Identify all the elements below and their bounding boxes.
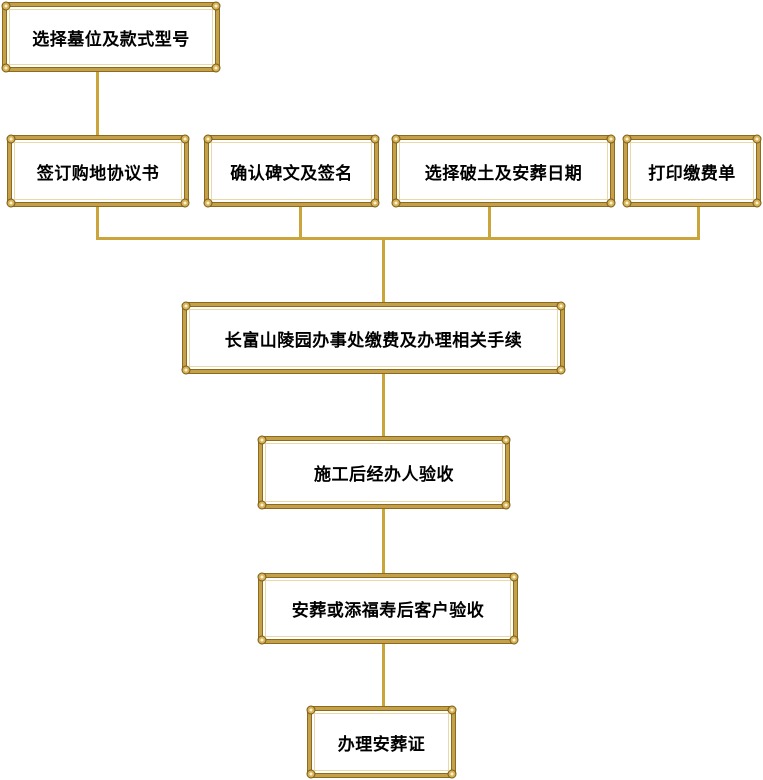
frame-corner-ornament-icon (257, 572, 267, 582)
connector-step4-to-step5 (382, 507, 385, 575)
frame-corner-ornament-icon (622, 134, 632, 144)
frame-corner-ornament-icon (606, 134, 616, 144)
frame-corner-ornament-icon (180, 198, 190, 208)
step-confirm-inscription: 确认碑文及签名 (203, 134, 380, 208)
step-select-dates-label: 选择破土及安葬日期 (424, 163, 583, 184)
step-select-dates: 选择破土及安葬日期 (391, 134, 616, 208)
frame-corner-ornament-icon (1, 63, 11, 73)
frame-corner-ornament-icon (1, 1, 11, 11)
frame-corner-ornament-icon (391, 134, 401, 144)
step-customer-inspection: 安葬或添福寿后客户验收 (257, 572, 519, 645)
frame-corner-ornament-icon (306, 705, 316, 715)
connector-step1-down (96, 70, 99, 136)
frame-corner-ornament-icon (181, 365, 191, 375)
frame-corner-ornament-icon (306, 769, 316, 779)
frame-corner-ornament-icon (257, 635, 267, 645)
frame-corner-ornament-icon (752, 198, 762, 208)
connector-branch-b (299, 205, 302, 239)
frame-corner-ornament-icon (606, 198, 616, 208)
step-print-bill: 打印缴费单 (622, 134, 762, 208)
connector-bar-to-step3 (382, 237, 385, 304)
step-office-payment: 长富山陵园办事处缴费及办理相关手续 (181, 301, 566, 375)
frame-corner-ornament-icon (211, 1, 221, 11)
step-burial-certificate-label: 办理安葬证 (337, 734, 426, 755)
frame-corner-ornament-icon (556, 301, 566, 311)
frame-corner-ornament-icon (370, 198, 380, 208)
frame-corner-ornament-icon (370, 134, 380, 144)
frame-corner-ornament-icon (447, 705, 457, 715)
connector-horizontal-bar (96, 237, 700, 240)
frame-corner-ornament-icon (257, 500, 267, 510)
step-construction-inspection-label: 施工后经办人验收 (314, 465, 454, 485)
frame-corner-ornament-icon (391, 198, 401, 208)
frame-corner-ornament-icon (203, 198, 213, 208)
step-customer-inspection-label: 安葬或添福寿后客户验收 (291, 601, 485, 621)
connector-step5-to-step6 (382, 642, 385, 708)
frame-corner-ornament-icon (501, 435, 511, 445)
step-construction-inspection: 施工后经办人验收 (257, 435, 511, 510)
frame-corner-ornament-icon (181, 301, 191, 311)
step-confirm-inscription-label: 确认碑文及签名 (230, 163, 353, 184)
frame-corner-ornament-icon (6, 134, 16, 144)
step-sign-agreement: 签订购地协议书 (6, 134, 190, 208)
frame-corner-ornament-icon (622, 198, 632, 208)
connector-branch-left (96, 205, 99, 239)
frame-corner-ornament-icon (509, 635, 519, 645)
frame-corner-ornament-icon (257, 435, 267, 445)
step-burial-certificate: 办理安葬证 (306, 705, 457, 779)
frame-corner-ornament-icon (6, 198, 16, 208)
frame-corner-ornament-icon (556, 365, 566, 375)
frame-corner-ornament-icon (211, 63, 221, 73)
step-office-payment-label: 长富山陵园办事处缴费及办理相关手续 (224, 330, 523, 351)
frame-corner-ornament-icon (203, 134, 213, 144)
frame-corner-ornament-icon (509, 572, 519, 582)
frame-corner-ornament-icon (180, 134, 190, 144)
step-sign-agreement-label: 签订购地协议书 (36, 163, 160, 184)
frame-corner-ornament-icon (752, 134, 762, 144)
connector-branch-c (488, 205, 491, 239)
step-select-plot: 选择墓位及款式型号 (1, 1, 221, 73)
frame-corner-ornament-icon (447, 769, 457, 779)
step-select-plot-label: 选择墓位及款式型号 (32, 29, 190, 50)
connector-branch-d (697, 205, 700, 239)
step-print-bill-label: 打印缴费单 (648, 163, 736, 184)
frame-corner-ornament-icon (501, 500, 511, 510)
connector-step3-to-step4 (382, 372, 385, 438)
